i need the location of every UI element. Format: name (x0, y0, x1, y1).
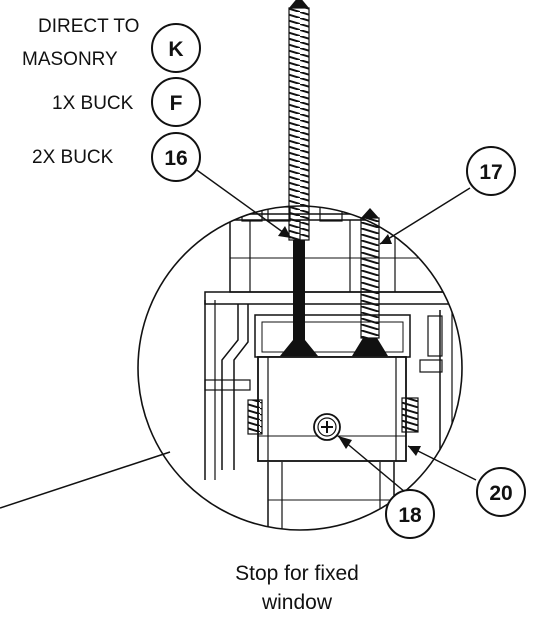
caption-line2: window (261, 591, 333, 614)
arrowhead-17 (380, 234, 392, 244)
phillips-screw-icon (313, 413, 341, 441)
callout-f-text: F (170, 92, 183, 115)
callout-16-text: 16 (164, 147, 187, 170)
detail-circle (137, 205, 463, 531)
label-1x-buck: 1X BUCK (52, 93, 134, 114)
callout-16: 16 (151, 132, 201, 182)
leader-17 (379, 187, 471, 245)
left-setting-block (247, 399, 263, 435)
callout-17-text: 17 (479, 161, 502, 184)
label-direct-line1: DIRECT TO (38, 16, 139, 37)
stop-bracket (254, 314, 411, 462)
arrowhead-20 (408, 446, 421, 456)
caption-line1: Stop for fixed (235, 562, 359, 585)
arrowhead-16 (278, 226, 291, 238)
short-screw (352, 208, 388, 356)
right-setting-block (401, 397, 419, 433)
long-screw (280, 0, 318, 356)
callout-k: K (151, 23, 201, 73)
leader-16 (193, 167, 292, 239)
callout-20-text: 20 (489, 482, 512, 505)
callout-18: 18 (385, 489, 435, 539)
callout-18-text: 18 (398, 504, 422, 527)
arrowhead-18 (338, 436, 352, 449)
callout-20: 20 (476, 467, 526, 517)
label-direct-line2: MASONRY (22, 49, 118, 70)
callout-f: F (151, 77, 201, 127)
label-2x-buck: 2X BUCK (32, 147, 114, 168)
callout-17: 17 (466, 146, 516, 196)
leader-20 (407, 445, 477, 481)
leader-18 (337, 435, 406, 493)
callout-k-text: K (168, 38, 183, 61)
detail-leader-line (0, 451, 171, 509)
